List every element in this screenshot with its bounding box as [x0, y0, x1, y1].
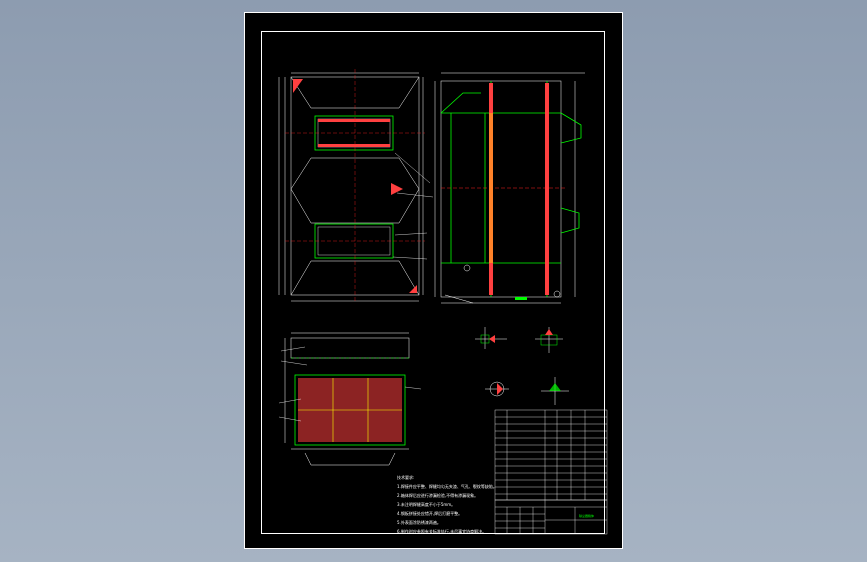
side-supports [444, 264, 561, 304]
parts-list [494, 409, 608, 501]
title-block [494, 499, 608, 535]
notes-heading: 技术要求: [397, 474, 414, 480]
note-line-1: 1.焊接件应平整、焊缝均匀无夹渣、气孔、裂纹等缺陷。 [397, 483, 497, 489]
detail-weld-4 [541, 377, 569, 405]
front-corner-hatch [293, 79, 417, 293]
front-view [278, 72, 424, 302]
plan-tube-sheet [294, 374, 406, 446]
technical-notes: 技术要求: 1.焊接件应平整、焊缝均匀无夹渣、气孔、裂纹等缺陷。 2.箱体焊后应… [397, 474, 497, 534]
detail-weld-3 [485, 381, 509, 397]
side-view-green [440, 81, 582, 297]
plan-leaders [278, 346, 422, 422]
front-leaders [392, 152, 434, 260]
drawing-sheet: 除尘器箱体 技术要求: 1.焊接件应平整、焊缝均匀无夹渣、气孔、裂纹等缺陷。 2… [244, 12, 623, 549]
detail-weld-1 [475, 327, 507, 349]
note-line-3: 3.未注明焊缝高度不小于5mm。 [397, 501, 455, 507]
side-hatch [489, 83, 549, 295]
note-line-5: 5.外表面涂防锈漆两遍。 [397, 519, 441, 525]
plan-view [284, 332, 410, 466]
detail-weld-2 [535, 327, 563, 353]
front-centerlines [285, 69, 425, 303]
side-post-highlight [489, 113, 493, 263]
note-line-4: 4.钢板拼接处应错开,焊后打磨平整。 [397, 510, 462, 516]
note-line-2: 2.箱体焊后应进行渗漏检验,不得有渗漏现象。 [397, 492, 478, 498]
title-drawing-name: 除尘器箱体 [579, 513, 594, 518]
note-line-6: 6.制作时应参照有关标准执行,未尽事宜协商解决。 [397, 528, 486, 534]
side-view [434, 72, 585, 304]
drawing-frame [261, 31, 605, 534]
side-view-outline [440, 80, 562, 298]
cad-drawing: 除尘器箱体 技术要求: 1.焊接件应平整、焊缝均匀无夹渣、气孔、裂纹等缺陷。 2… [278, 69, 608, 535]
